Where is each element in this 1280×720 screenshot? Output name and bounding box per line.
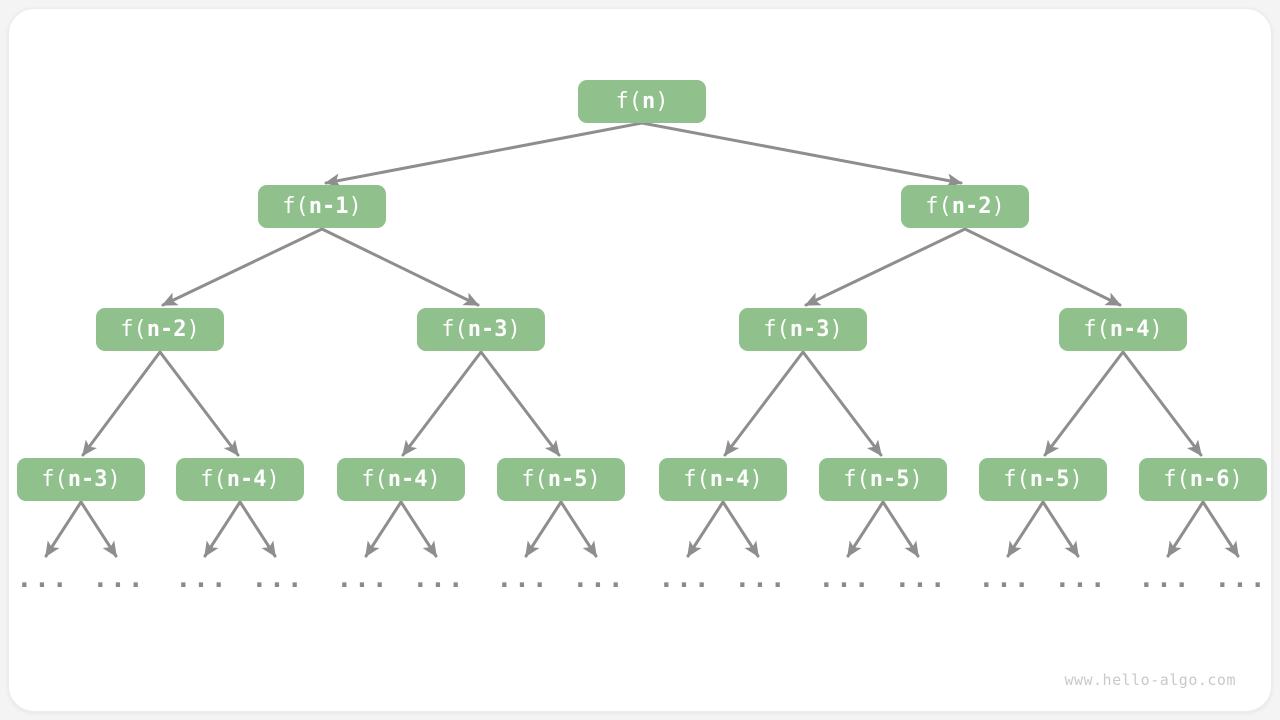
ellipsis: ...	[16, 564, 70, 594]
ellipsis: ...	[496, 564, 550, 594]
node-arg: n-3	[789, 316, 830, 342]
watermark: www.hello-algo.com	[1064, 671, 1236, 689]
ellipsis: ...	[412, 564, 466, 594]
node-arg: n-4	[226, 466, 267, 492]
ellipsis: ...	[175, 564, 229, 594]
node-f-n-3: f(n-3)	[417, 308, 545, 351]
node-arg: n	[642, 88, 656, 114]
node-label: )	[348, 193, 362, 219]
ellipsis: ...	[734, 564, 788, 594]
ellipsis: ...	[92, 564, 146, 594]
node-arg: n-4	[387, 466, 428, 492]
node-label: f(	[615, 88, 643, 114]
node-label: )	[1069, 466, 1083, 492]
ellipsis: ...	[658, 564, 712, 594]
node-f-n-4: f(n-4)	[1059, 308, 1187, 351]
node-f-n-5: f(n-5)	[497, 458, 625, 501]
node-arg: n-3	[67, 466, 108, 492]
node-label: )	[991, 193, 1005, 219]
node-arg: n-5	[869, 466, 910, 492]
node-label: f(	[282, 193, 309, 219]
node-label: )	[749, 466, 763, 492]
node-label: f(	[1163, 466, 1190, 492]
ellipsis: ...	[251, 564, 305, 594]
ellipsis: ...	[894, 564, 948, 594]
node-label: f(	[200, 466, 227, 492]
ellipsis: ...	[336, 564, 390, 594]
node-arg: n-6	[1189, 466, 1230, 492]
node-f-n-2: f(n-2)	[96, 308, 224, 351]
node-f-n-3: f(n-3)	[739, 308, 867, 351]
node-label: )	[909, 466, 923, 492]
node-arg: n-2	[951, 193, 992, 219]
node-f-n-4: f(n-4)	[176, 458, 304, 501]
node-f-n-3: f(n-3)	[17, 458, 145, 501]
node-f-n-1: f(n-1)	[258, 185, 386, 228]
node-label: f(	[441, 316, 468, 342]
node-label: )	[427, 466, 441, 492]
node-f-n-5: f(n-5)	[979, 458, 1107, 501]
node-f-n-4: f(n-4)	[337, 458, 465, 501]
node-arg: n-4	[1109, 316, 1150, 342]
node-label: )	[1149, 316, 1163, 342]
node-f-n-4: f(n-4)	[659, 458, 787, 501]
node-label: )	[829, 316, 843, 342]
node-f-n-2: f(n-2)	[901, 185, 1029, 228]
node-label: f(	[1083, 316, 1110, 342]
node-label: f(	[41, 466, 68, 492]
node-label: f(	[1003, 466, 1030, 492]
node-label: f(	[361, 466, 388, 492]
node-label: )	[587, 466, 601, 492]
node-f-n: f(n)	[578, 80, 706, 123]
node-label: f(	[120, 316, 147, 342]
node-label: )	[1229, 466, 1243, 492]
node-label: )	[655, 88, 669, 114]
node-label: f(	[683, 466, 710, 492]
node-arg: n-4	[709, 466, 750, 492]
ellipsis: ...	[1138, 564, 1192, 594]
ellipsis: ...	[1214, 564, 1268, 594]
ellipsis: ...	[818, 564, 872, 594]
ellipsis: ...	[572, 564, 626, 594]
ellipsis: ...	[978, 564, 1032, 594]
node-label: )	[266, 466, 280, 492]
node-label: )	[507, 316, 521, 342]
node-label: f(	[843, 466, 870, 492]
node-arg: n-5	[547, 466, 588, 492]
node-arg: n-2	[146, 316, 187, 342]
node-label: )	[186, 316, 200, 342]
ellipsis: ...	[1054, 564, 1108, 594]
node-f-n-5: f(n-5)	[819, 458, 947, 501]
node-label: f(	[925, 193, 952, 219]
node-label: f(	[763, 316, 790, 342]
node-arg: n-5	[1029, 466, 1070, 492]
node-arg: n-3	[467, 316, 508, 342]
node-label: f(	[521, 466, 548, 492]
node-arg: n-1	[308, 193, 349, 219]
node-label: )	[107, 466, 121, 492]
node-f-n-6: f(n-6)	[1139, 458, 1267, 501]
